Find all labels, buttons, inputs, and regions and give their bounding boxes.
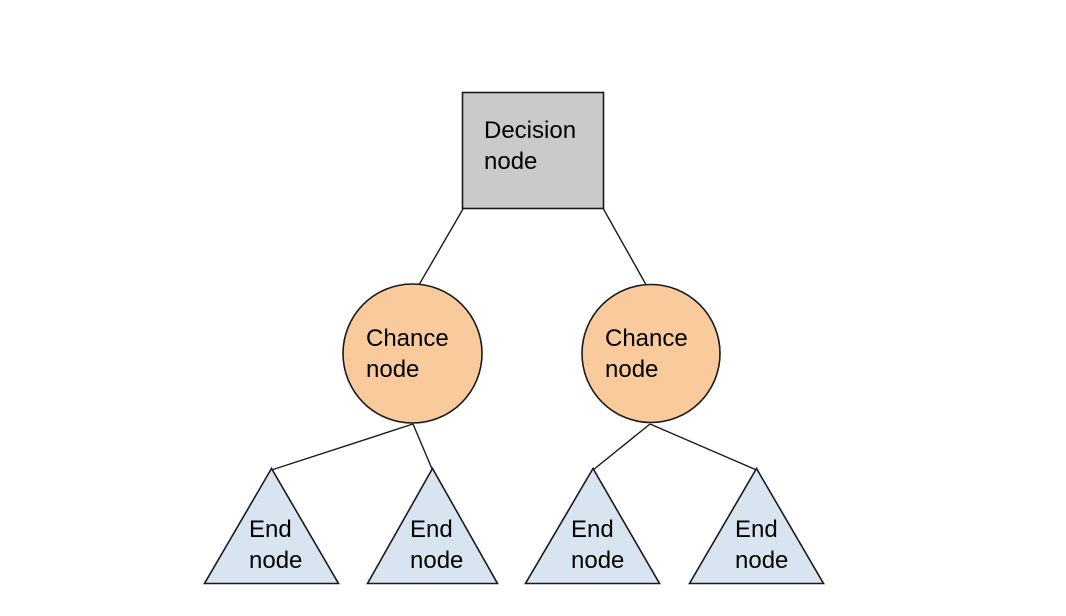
edge-decision-to-chance-left: [415, 208, 464, 291]
chance-node-right-label: Chance node: [605, 325, 688, 383]
end-node-4-shape: [688, 466, 825, 585]
end-node-1-shape: [203, 466, 340, 585]
chance-node-left-shape: [342, 283, 483, 424]
end-node-2-shape: [366, 466, 499, 585]
chance-node-right-shape: [581, 283, 721, 424]
end-node-3-shape: [524, 466, 661, 585]
end-node-2-label: End node: [410, 516, 464, 574]
edge-decision-to-chance-right: [602, 208, 650, 291]
edge-chance-right-to-end-3: [592, 423, 651, 471]
chance-node-left-label: Chance node: [366, 325, 449, 383]
decision-node-shape: [461, 91, 605, 210]
end-node-1-label: End node: [249, 516, 303, 574]
edge-chance-right-to-end-4: [649, 423, 757, 471]
edge-chance-left-to-end-1: [271, 423, 414, 471]
end-node-4-label: End node: [735, 516, 789, 574]
edge-chance-left-to-end-2: [412, 423, 434, 471]
decision-node-label: Decision node: [484, 117, 577, 175]
end-node-3-label: End node: [571, 516, 625, 574]
